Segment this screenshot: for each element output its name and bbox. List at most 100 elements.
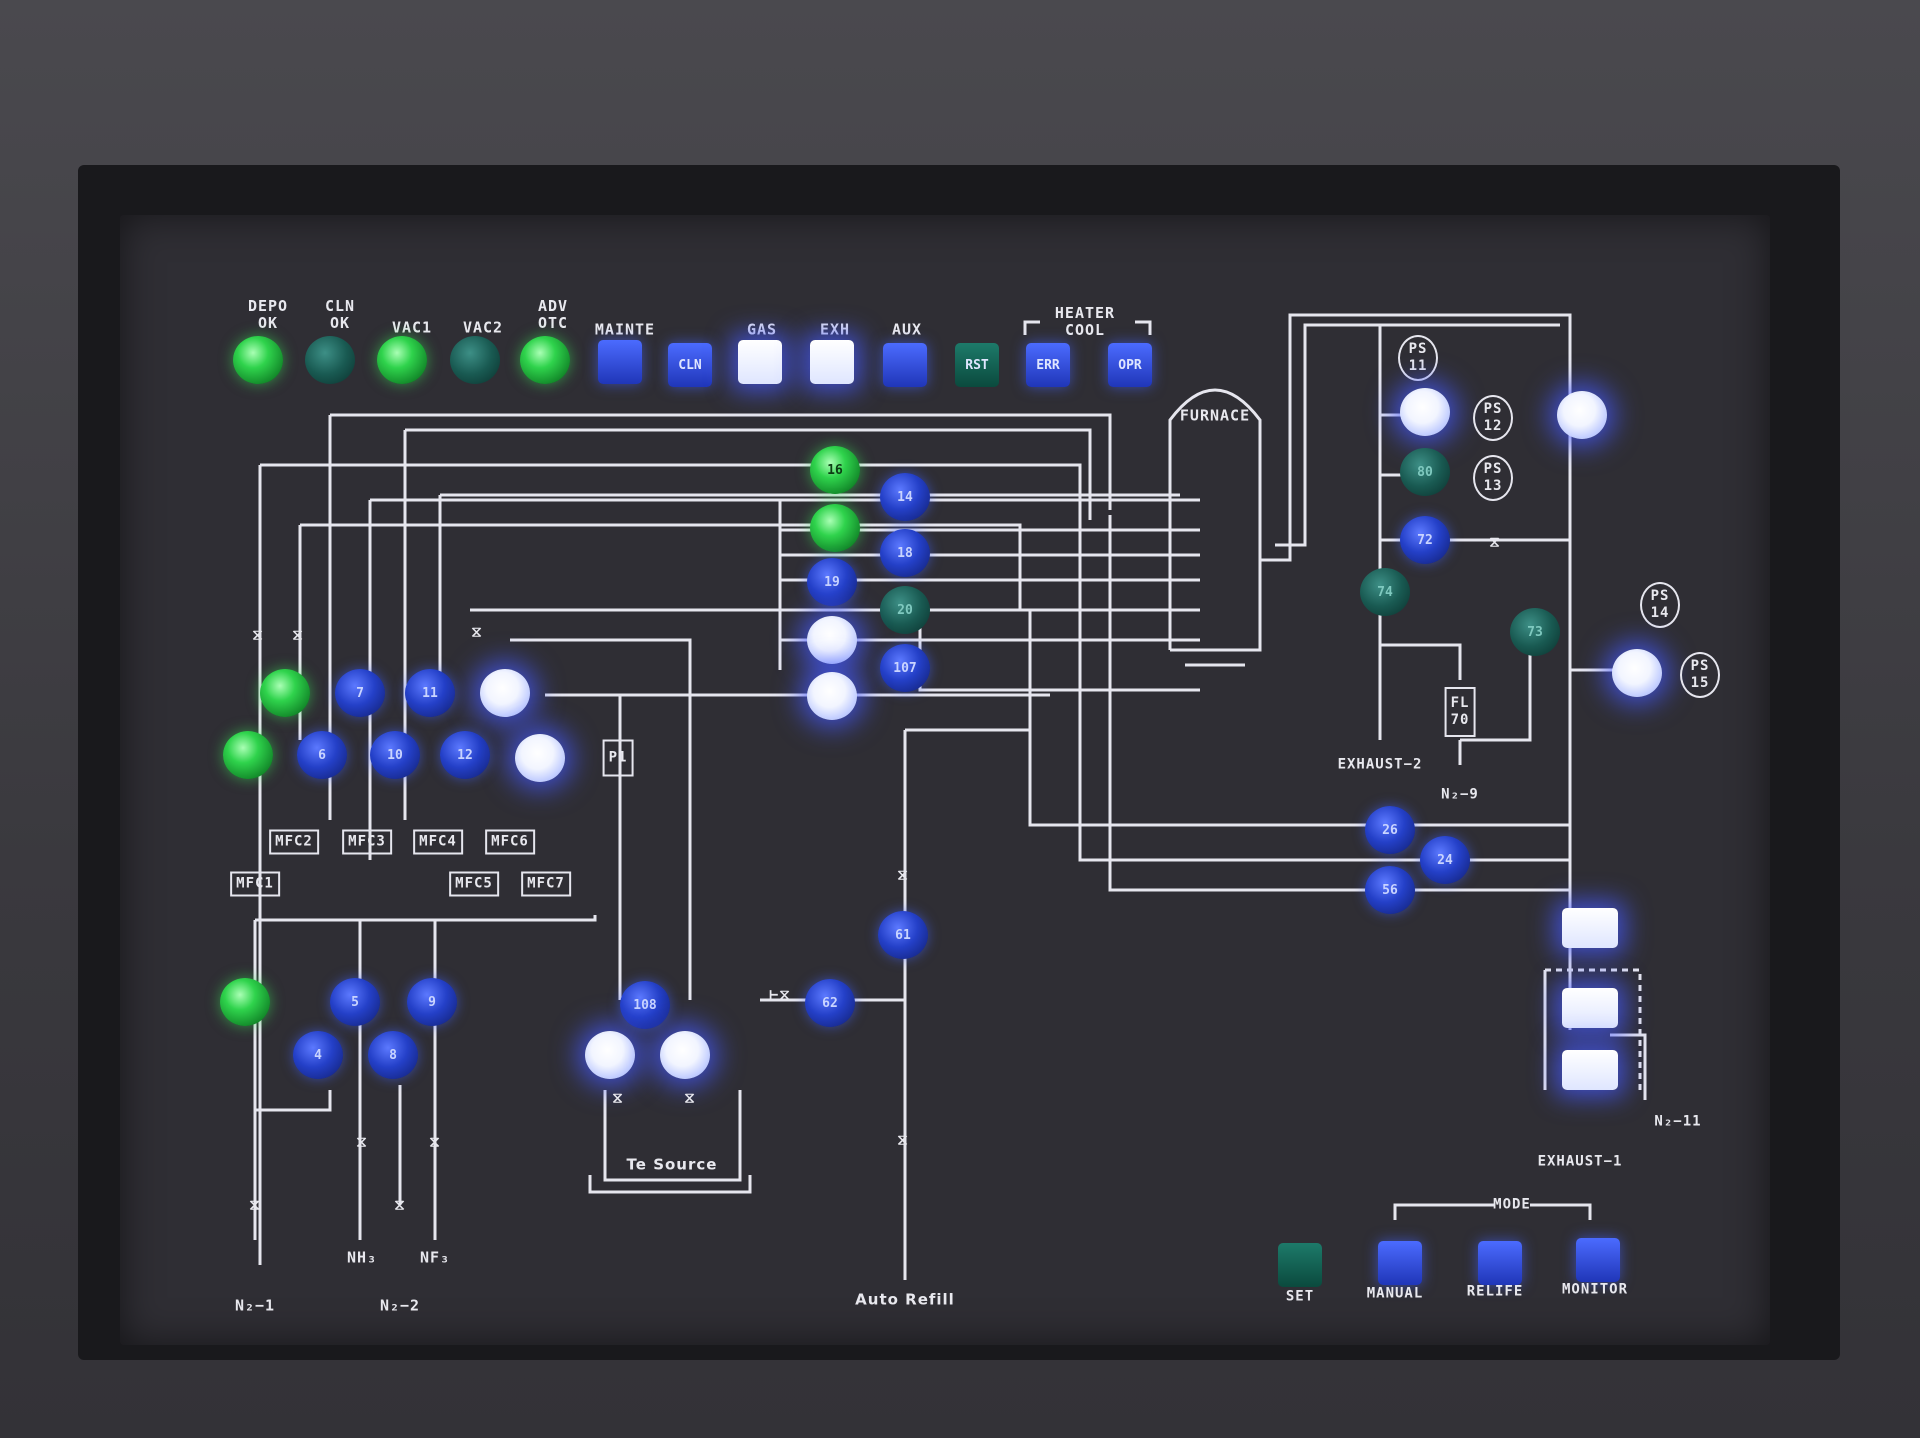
label-vac2: VAC2 (462, 318, 504, 337)
te-source-valve-1[interactable] (585, 1031, 635, 1079)
heater-bracket (1023, 320, 1152, 335)
valve-24[interactable]: 24 (1420, 836, 1470, 884)
valve-56[interactable]: 56 (1365, 866, 1415, 914)
cln-button[interactable]: CLN (668, 343, 712, 387)
valve-green-left-1[interactable] (260, 669, 310, 717)
manual-valve-icon: ⧖ (897, 865, 909, 884)
mfc7-box: MFC7 (521, 871, 571, 897)
pipe-line (510, 638, 692, 1000)
cln-ok-lamp (305, 336, 355, 384)
valve-61[interactable]: 61 (878, 911, 928, 959)
opr-button[interactable]: OPR (1108, 343, 1152, 387)
manual-valve-icon: ⧖ (612, 1088, 624, 1107)
label-vac1: VAC1 (391, 318, 433, 337)
valve-19[interactable]: 19 (807, 558, 857, 606)
manual-valve-icon: ⧖ (249, 1195, 261, 1214)
valve-white-right-3[interactable] (1612, 649, 1662, 697)
valve-5[interactable]: 5 (330, 978, 380, 1026)
aux-button[interactable] (883, 343, 927, 387)
valve-16[interactable]: 16 (810, 446, 860, 494)
mfc2-box: MFC2 (269, 829, 319, 855)
valve-12[interactable]: 12 (440, 731, 490, 779)
nf3-label: NF₃ (419, 1248, 451, 1267)
n2-9-label: N₂−9 (1441, 786, 1479, 803)
manual-valve-icon: ⧖ (471, 622, 483, 641)
valve-7[interactable]: 7 (335, 669, 385, 717)
err-button[interactable]: ERR (1026, 343, 1070, 387)
valve-green-left-2[interactable] (223, 731, 273, 779)
vac2-lamp (450, 336, 500, 384)
rst-button[interactable]: RST (955, 343, 999, 387)
valve-green-lower[interactable] (220, 978, 270, 1026)
valve-108[interactable]: 108 (620, 981, 670, 1029)
valve-74[interactable]: 74 (1360, 568, 1410, 616)
valve-white-left-1[interactable] (480, 669, 530, 717)
label-mainte: MAINTE (594, 320, 656, 339)
valve-11[interactable]: 11 (405, 669, 455, 717)
valve-14[interactable]: 14 (880, 473, 930, 521)
relife-button[interactable] (1478, 1241, 1522, 1285)
mfc1-box: MFC1 (230, 871, 280, 897)
pipe-line (903, 728, 1030, 1280)
valve-white-center-1[interactable] (807, 616, 857, 664)
te-source-valve-2[interactable] (660, 1031, 710, 1079)
valve-white-center-2[interactable] (807, 672, 857, 720)
valve-white-left-2[interactable] (515, 734, 565, 782)
gas-button[interactable] (738, 340, 782, 384)
manual-valve-icon: ⧖ (1489, 532, 1501, 551)
exhaust-stack-lamp-2 (1562, 988, 1618, 1028)
valve-107[interactable]: 107 (880, 644, 930, 692)
manual-valve-icon: ⧖ (897, 1130, 909, 1149)
valve-4[interactable]: 4 (293, 1031, 343, 1079)
manual-label: MANUAL (1366, 1285, 1424, 1302)
manual-valve-icon: ⧖ (252, 625, 264, 644)
valve-80[interactable]: 80 (1400, 448, 1450, 496)
valve-6[interactable]: 6 (297, 731, 347, 779)
manual-button[interactable] (1378, 1241, 1422, 1285)
valve-8[interactable]: 8 (368, 1031, 418, 1079)
exhaust-2-label: EXHAUST−2 (1337, 756, 1423, 773)
manual-valve-icon: ⧖ (394, 1195, 406, 1214)
mode-bracket (1393, 1203, 1592, 1220)
exh-button[interactable] (810, 340, 854, 384)
valve-72[interactable]: 72 (1400, 516, 1450, 564)
relife-label: RELIFE (1466, 1283, 1524, 1300)
pipe-line (300, 523, 1022, 610)
pipe-line (1260, 313, 1572, 1030)
monitor-button[interactable] (1576, 1238, 1620, 1282)
valve-62[interactable]: 62 (805, 979, 855, 1027)
valve-white-right-2[interactable] (1557, 391, 1607, 439)
valve-20[interactable]: 20 (880, 586, 930, 634)
pipe-line (1108, 515, 1570, 892)
valve-73[interactable]: 73 (1510, 608, 1560, 656)
pipe-line (1610, 1033, 1647, 1100)
te-source-label: Te Source (626, 1155, 718, 1174)
manual-valve-icon: ⧖ (356, 1132, 368, 1151)
valve-26[interactable]: 26 (1365, 806, 1415, 854)
depo-ok-lamp (233, 336, 283, 384)
valve-green-center[interactable] (810, 504, 860, 552)
pipe-line (1458, 690, 1532, 765)
auto-refill-label: Auto Refill (855, 1290, 955, 1309)
mainte-button[interactable] (598, 340, 642, 384)
set-button[interactable] (1278, 1243, 1322, 1287)
furnace-label: FURNACE (1179, 406, 1251, 425)
manual-valve-icon: ⧖ (292, 625, 304, 644)
vac1-lamp (377, 336, 427, 384)
mode-label: MODE (1493, 1196, 1531, 1213)
ps14-gauge: PS 14 (1640, 582, 1680, 628)
valve-18[interactable]: 18 (880, 529, 930, 577)
manual-valve-icon: ⧖ (429, 1132, 441, 1151)
valve-10[interactable]: 10 (370, 731, 420, 779)
ps11-gauge: PS 11 (1398, 335, 1438, 381)
pipe-line (255, 915, 597, 922)
nh3-label: NH₃ (346, 1248, 378, 1267)
te-source-box (603, 1090, 742, 1182)
mfc5-box: MFC5 (449, 871, 499, 897)
valve-white-right-1[interactable] (1400, 388, 1450, 436)
valve-9[interactable]: 9 (407, 978, 457, 1026)
mfc4-box: MFC4 (413, 829, 463, 855)
pipe-line (405, 428, 1092, 520)
check-valve-icon: ⊢⧖ (769, 985, 791, 1004)
